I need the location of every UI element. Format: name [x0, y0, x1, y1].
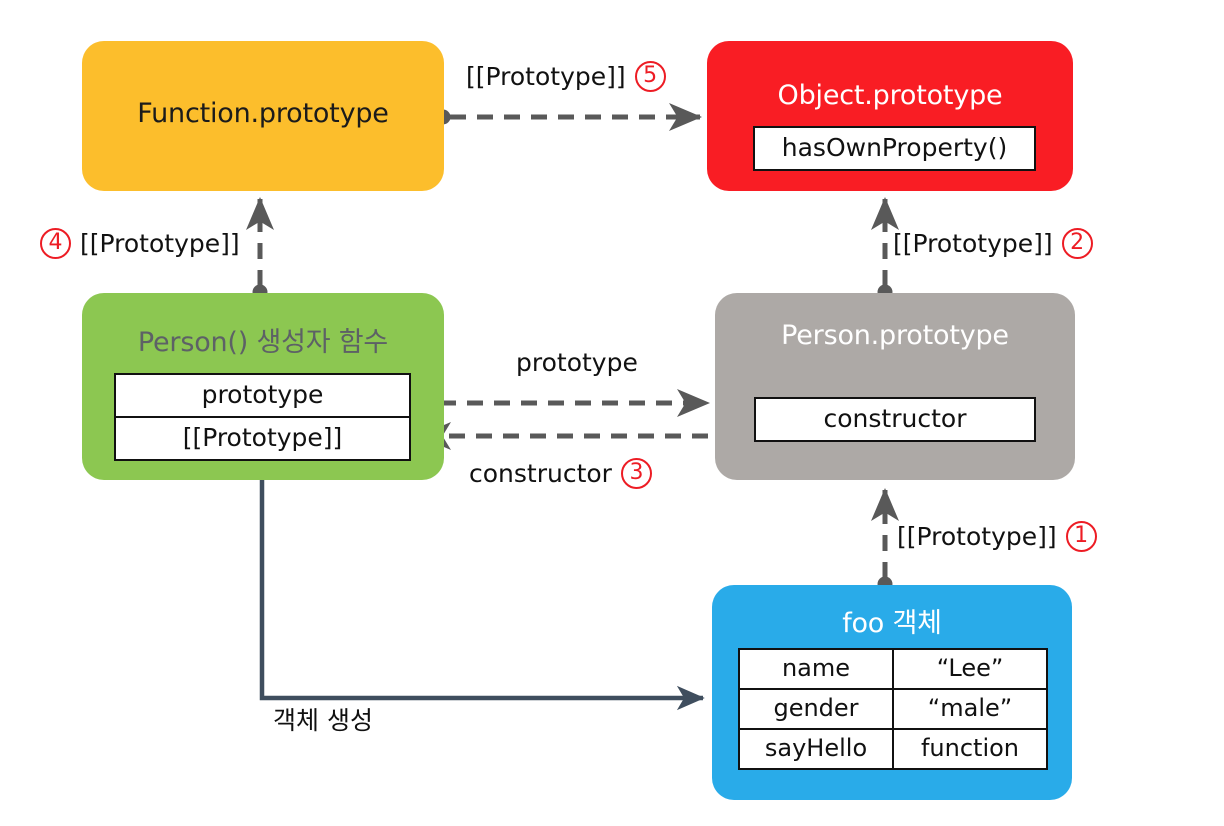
edge-function-to-object	[435, 102, 703, 131]
node-title-foo-object: foo 객체	[842, 608, 942, 639]
step-number-badge: 3	[620, 458, 652, 489]
node-title-person-constructor: Person() 생성자 함수	[137, 327, 389, 358]
node-title-object-prototype: Object.prototype	[777, 80, 1003, 111]
step-number-badge: 4	[40, 228, 71, 259]
edge-label-text: [[Prototype]]	[897, 522, 1057, 551]
table-row: sayHello function	[740, 730, 1046, 768]
node-title-person-prototype: Person.prototype	[781, 320, 1009, 351]
property-value: “Lee”	[892, 650, 1046, 688]
table-row: constructor	[756, 399, 1034, 440]
edge-constructor-link	[417, 422, 750, 451]
table-row: name “Lee”	[740, 650, 1046, 690]
property-table-person-constructor: prototype [[Prototype]]	[114, 373, 411, 461]
property-internal-prototype: [[Prototype]]	[182, 423, 343, 452]
edge-personproto-to-object	[870, 196, 899, 300]
table-row: [[Prototype]]	[116, 418, 409, 459]
step-number-badge: 1	[1065, 521, 1097, 552]
edge-label-prototype-link: prototype	[516, 350, 638, 375]
property-name: hasOwnProperty()	[781, 133, 1008, 162]
edge-label-text: [[Prototype]]	[80, 229, 240, 258]
node-person-constructor[interactable]: Person() 생성자 함수 prototype [[Prototype]]	[82, 293, 444, 480]
edge-label-text: [[Prototype]]	[893, 229, 1053, 258]
edge-label-text: constructor	[469, 459, 612, 488]
property-constructor: constructor	[823, 404, 967, 433]
edge-label-prototype-2: [[Prototype]] 2	[893, 228, 1093, 259]
property-table-foo-object: name “Lee” gender “male” sayHello functi…	[738, 648, 1048, 770]
property-value: function	[892, 730, 1046, 768]
table-row: gender “male”	[740, 690, 1046, 730]
edge-prototype-link	[398, 388, 711, 417]
table-row: prototype	[116, 375, 409, 418]
node-object-prototype[interactable]: Object.prototype hasOwnProperty()	[707, 41, 1073, 191]
edge-foo-to-personproto	[870, 487, 899, 592]
property-table-object-prototype: hasOwnProperty()	[753, 126, 1036, 171]
node-function-prototype[interactable]: Function.prototype	[82, 41, 444, 191]
node-title-function-prototype: Function.prototype	[137, 98, 389, 129]
edge-label-prototype-1: [[Prototype]] 1	[897, 521, 1097, 552]
node-person-prototype[interactable]: Person.prototype constructor	[715, 293, 1075, 480]
step-number-badge: 5	[634, 61, 666, 92]
property-key: name	[781, 654, 851, 682]
edge-label-text: prototype	[516, 348, 638, 377]
property-prototype: prototype	[201, 380, 324, 409]
node-foo-object[interactable]: foo 객체 name “Lee” gender “male” sayHello…	[712, 585, 1072, 800]
edge-label-text: [[Prototype]]	[466, 62, 626, 91]
property-value: “male”	[892, 690, 1046, 728]
property-key: sayHello	[764, 734, 868, 762]
edge-label-prototype-5: [[Prototype]] 5	[466, 61, 666, 92]
edge-label-constructor-link: constructor 3	[469, 458, 652, 489]
edge-object-creation	[259, 480, 705, 711]
step-number-badge: 2	[1061, 228, 1093, 259]
edge-person-to-function	[245, 196, 274, 300]
property-table-person-prototype: constructor	[754, 397, 1036, 442]
edge-label-prototype-4: 4 [[Prototype]]	[40, 228, 240, 259]
edge-label-text: 객체 생성	[273, 706, 373, 735]
table-row: hasOwnProperty()	[755, 128, 1034, 169]
edge-label-object-creation: 객체 생성	[273, 708, 373, 733]
property-key: gender	[773, 694, 859, 722]
